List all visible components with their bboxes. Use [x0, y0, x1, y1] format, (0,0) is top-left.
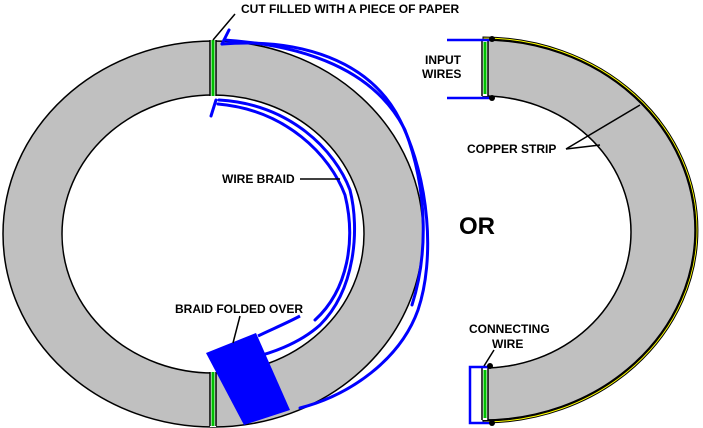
copper-strip-label: COPPER STRIP	[467, 142, 556, 156]
braid-folded-block	[206, 333, 290, 425]
connecting-leader	[483, 349, 495, 367]
input-wire-dot-bottom	[489, 95, 495, 101]
input-wires-label-1: INPUT	[425, 53, 462, 67]
top-paper-cut	[209, 40, 217, 96]
connecting-wire	[468, 365, 492, 425]
copper-strip	[482, 36, 699, 424]
input-wires	[447, 38, 490, 100]
braid-folded-leader	[232, 315, 241, 344]
bottom-paper-cut	[209, 372, 217, 427]
left-toroid: CUT FILLED WITH A PIECE OF PAPER WIRE BR…	[2, 2, 460, 428]
or-label: OR	[459, 213, 495, 240]
right-half-toroid: INPUT WIRES COPPER STRIP CONNECTING WIRE	[422, 36, 699, 426]
connecting-wire-dot-bottom	[489, 420, 495, 426]
top-insulator	[481, 40, 489, 96]
cut-leader	[212, 13, 236, 41]
braid-fold-strand	[257, 314, 301, 338]
connecting-label-2: WIRE	[492, 337, 523, 351]
input-wires-label-2: WIRES	[422, 67, 461, 81]
copper-strip-leader-2	[565, 144, 601, 150]
copper-strip-leader-1	[565, 104, 641, 150]
bottom-insulator	[481, 368, 489, 420]
connecting-label-1: CONNECTING	[469, 322, 550, 336]
wire-braid	[209, 28, 430, 410]
wire-braid-label: WIRE BRAID	[222, 172, 295, 186]
input-wire-dot-top	[489, 36, 495, 42]
cut-label: CUT FILLED WITH A PIECE OF PAPER	[241, 2, 460, 16]
right-half-core	[482, 39, 696, 421]
left-toroid-core	[2, 40, 424, 428]
braid-folded-label: BRAID FOLDED OVER	[175, 302, 303, 316]
connecting-wire-dot-top	[487, 363, 493, 369]
